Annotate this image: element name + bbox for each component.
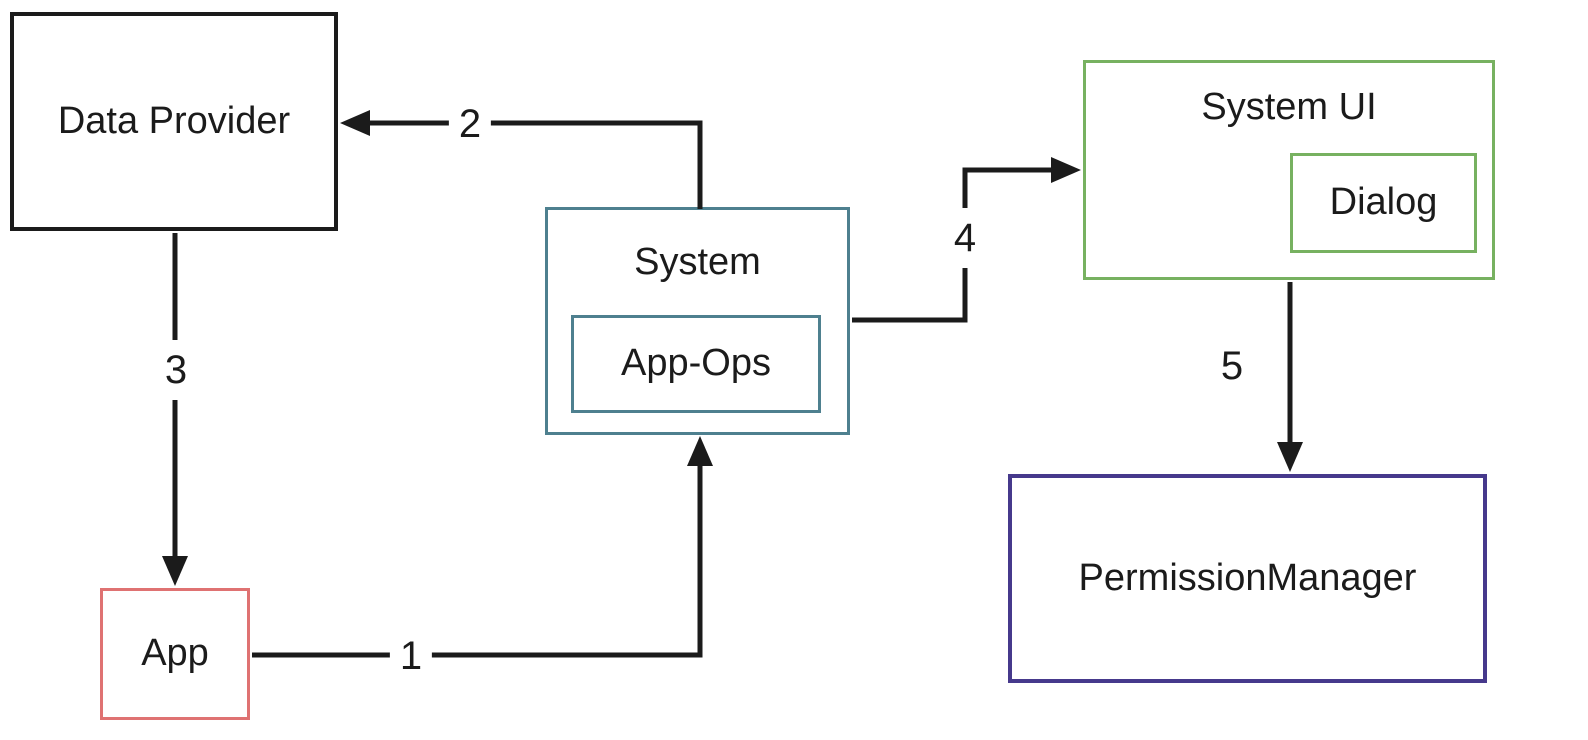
data-provider-label: Data Provider — [57, 99, 291, 142]
arrow-system-to-data-provider — [340, 110, 703, 209]
arrow-data-provider-to-app — [162, 233, 188, 586]
arrow-app-to-system — [252, 436, 713, 658]
data-provider-box: Data Provider — [10, 12, 338, 231]
dialog-label: Dialog — [1329, 181, 1438, 224]
arrow-system-ui-to-permission-manager — [1277, 282, 1303, 472]
system-box: System App-Ops — [545, 207, 850, 435]
permission-manager-box: PermissionManager — [1008, 474, 1487, 683]
permission-manager-label: PermissionManager — [1078, 556, 1417, 599]
edge-label-3: 3 — [161, 340, 191, 400]
edge-label-4: 4 — [950, 208, 980, 268]
app-box: App — [100, 588, 250, 720]
app-ops-label: App-Ops — [621, 342, 771, 385]
edge-label-5: 5 — [1220, 344, 1244, 388]
system-ui-box: System UI Dialog — [1083, 60, 1495, 280]
system-label: System — [634, 241, 761, 283]
edge-label-2: 2 — [448, 102, 492, 146]
dialog-box: Dialog — [1290, 153, 1477, 253]
system-ui-label: System UI — [1201, 86, 1377, 128]
app-ops-box: App-Ops — [571, 315, 821, 413]
edge-label-1: 1 — [389, 634, 433, 678]
app-label: App — [141, 632, 209, 675]
